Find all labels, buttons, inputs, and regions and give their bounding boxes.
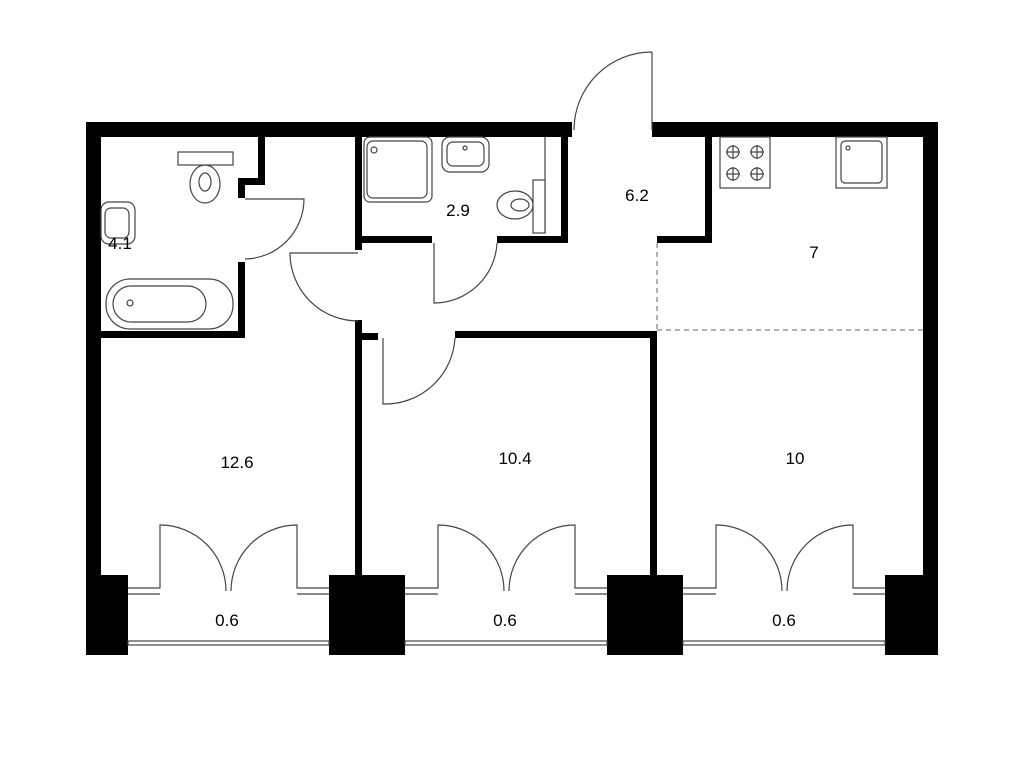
stove-icon (719, 136, 771, 189)
bathtub-icon (105, 278, 234, 330)
bathroom-1-door[interactable] (244, 198, 305, 260)
balcony-door-3[interactable] (683, 524, 885, 595)
kitchen-zone-divider (656, 243, 923, 331)
room-area-kitchen: 7 (809, 243, 819, 262)
sink-icon (100, 201, 136, 245)
room-area-bedroom-2: 10.4 (498, 449, 532, 468)
room-area-bathroom-1: 4.1 (108, 234, 132, 253)
bedroom-2-door[interactable] (382, 337, 456, 405)
balcony-windows (127, 640, 886, 646)
room-area-living-room: 10 (785, 449, 805, 468)
toilet-icon-2 (496, 137, 546, 234)
room-area-hallway: 6.2 (625, 186, 649, 205)
sink-icon-2 (441, 136, 490, 173)
balcony-door-2[interactable] (405, 524, 607, 595)
room-area-balcony-3: 0.6 (772, 611, 796, 630)
room-area-balcony-1: 0.6 (215, 611, 239, 630)
room-area-bedroom-1: 12.6 (220, 453, 254, 472)
shower-icon (363, 136, 433, 203)
bathroom-2-door[interactable] (433, 242, 498, 304)
room-area-balcony-2: 0.6 (493, 611, 517, 630)
hallway-door[interactable] (289, 252, 359, 322)
outer-walls (86, 122, 938, 655)
balcony-door-1[interactable] (128, 524, 329, 595)
interior-walls (101, 137, 712, 575)
room-area-bathroom-2: 2.9 (446, 201, 470, 220)
entrance-door[interactable] (573, 51, 653, 131)
toilet-icon (177, 151, 234, 204)
kitchen-sink-icon (835, 136, 888, 189)
